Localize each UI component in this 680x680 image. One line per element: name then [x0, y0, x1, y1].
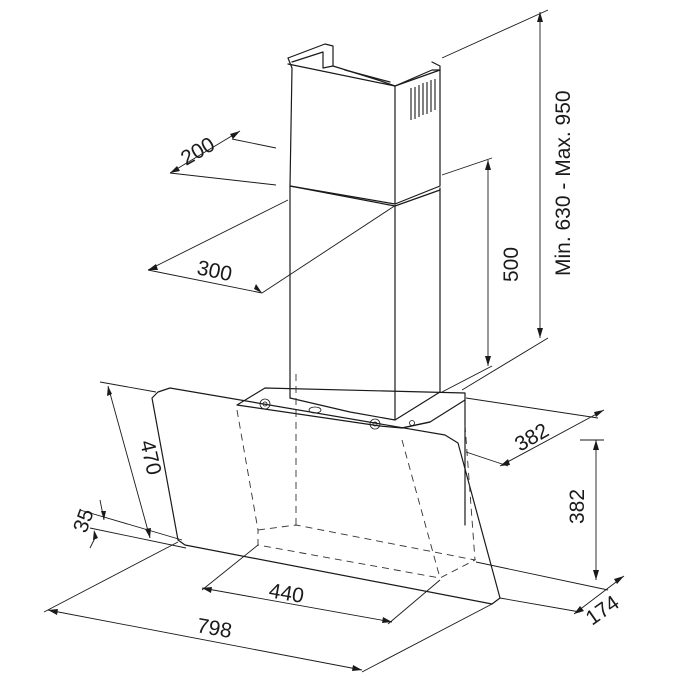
label-chimney-width: 300	[195, 256, 234, 286]
chimney	[287, 43, 441, 421]
dim-body-height: 382	[566, 439, 604, 580]
dim-total-height: Min. 630 - Max. 950	[441, 9, 575, 391]
label-inner-width: 440	[267, 579, 306, 608]
label-total-width: 798	[195, 614, 234, 643]
dim-glass-offset: 35	[69, 499, 187, 549]
label-total-height: Min. 630 - Max. 950	[552, 90, 575, 276]
dim-chimney-width: 300	[147, 199, 397, 294]
dim-total-width: 798	[43, 541, 493, 673]
label-bottom-depth: 174	[582, 591, 624, 630]
dim-body-depth: 382	[465, 397, 605, 467]
vent-grille	[410, 79, 436, 120]
dim-chimney-height: 500	[441, 157, 523, 393]
label-body-height: 382	[566, 489, 589, 524]
dim-glass-height: 470	[99, 381, 165, 539]
dim-bottom-depth: 174	[475, 561, 625, 630]
label-chimney-height: 500	[500, 247, 523, 282]
dim-inner-width: 440	[201, 544, 441, 625]
hood-body	[151, 372, 501, 605]
label-body-depth: 382	[511, 419, 553, 456]
dim-chimney-depth: 200	[169, 130, 277, 186]
